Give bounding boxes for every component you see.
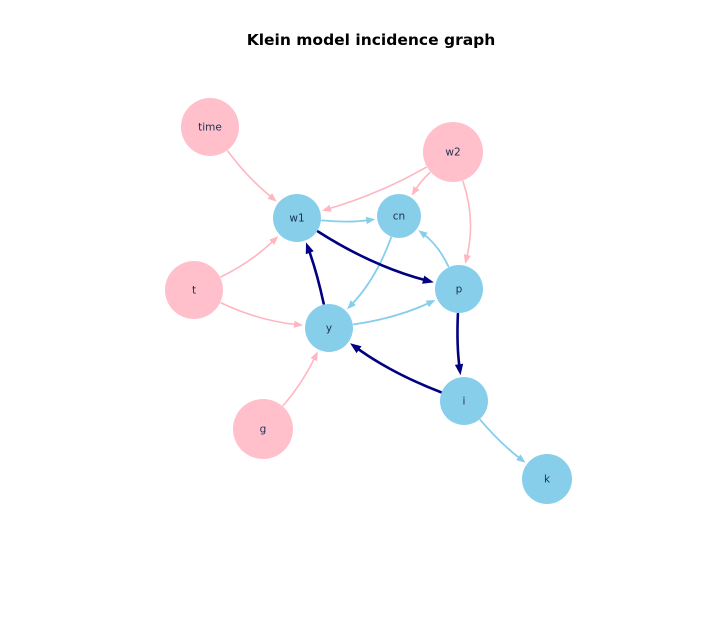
node-label-y: y [326,323,332,335]
edge-line-y-w1 [307,247,325,305]
node-cn: cn [377,194,421,238]
node-w2: w2 [423,122,483,182]
node-label-w1: w1 [289,213,304,225]
edge-line-p-cn [422,232,450,268]
arrowhead-icon [411,186,420,196]
edge-line-g-y [282,355,316,407]
node-circle-cn [377,194,421,238]
node-w1: w1 [273,194,321,242]
node-label-g: g [260,424,267,436]
edge-cn-y [347,236,392,310]
arrowhead-icon [322,204,332,212]
arrowhead-icon [425,300,436,308]
edge-line-w1-cn [321,219,371,223]
node-circle-k [522,454,572,504]
node-label-p: p [456,284,463,296]
edge-line-t-w1 [220,239,275,278]
node-circle-y [305,304,353,352]
node-k: k [522,454,572,504]
node-time: time [181,98,239,156]
edges-layer [220,150,526,463]
arrowhead-icon [347,300,356,310]
edge-i-y [350,343,442,394]
node-label-i: i [463,396,466,408]
node-circle-time [181,98,239,156]
edge-line-y-p [352,301,432,326]
arrowhead-icon [463,254,471,264]
edge-p-cn [418,230,450,268]
node-circle-w2 [423,122,483,182]
edge-line-i-k [479,419,522,460]
node-label-w2: w2 [445,147,460,159]
arrowhead-icon [269,236,279,245]
edge-line-w2-p [462,180,472,259]
edge-time-w1 [227,150,277,202]
node-label-t: t [192,285,196,297]
node-y: y [305,304,353,352]
node-p: p [435,265,483,313]
node-i: i [440,377,488,425]
node-t: t [165,261,223,319]
edge-line-t-y [220,302,299,326]
edge-w2-w1 [322,166,427,212]
arrowhead-icon [305,242,314,255]
node-circle-g [233,399,293,459]
arrowhead-icon [310,351,318,362]
node-label-k: k [544,474,551,486]
edge-g-y [282,351,318,407]
node-circle-w1 [273,194,321,242]
arrowhead-icon [293,320,304,328]
edge-line-time-w1 [227,150,274,199]
edge-w2-p [462,180,472,264]
edge-y-w1 [305,242,325,305]
edge-t-y [220,302,304,328]
chart-title: Klein model incidence graph [247,31,496,49]
node-circle-i [440,377,488,425]
arrowhead-icon [365,216,376,225]
node-label-cn: cn [393,211,405,223]
arrowhead-icon [516,454,526,463]
edge-i-k [479,419,526,463]
edge-line-cn-y [350,236,392,306]
edge-line-w2-cn [414,171,431,192]
arrowhead-icon [422,275,434,284]
node-circle-p [435,265,483,313]
node-circle-t [165,261,223,319]
arrowhead-icon [418,230,428,239]
arrowhead-icon [267,193,277,202]
edge-w1-cn [321,216,376,225]
edge-t-w1 [220,236,279,278]
nodes-layer: time w2 w1 cn t p y g i k [165,98,572,504]
edge-y-p [352,300,436,326]
edge-line-w1-p [316,230,429,282]
edge-line-w2-w1 [326,166,427,210]
edge-p-i [454,312,464,376]
arrowhead-icon [350,343,362,354]
edge-line-p-i [456,312,461,370]
node-g: g [233,399,293,459]
edge-w2-cn [411,171,431,196]
edge-w1-p [316,230,434,284]
node-label-time: time [198,122,222,134]
arrowhead-icon [454,363,464,376]
edge-line-i-y [354,346,442,394]
